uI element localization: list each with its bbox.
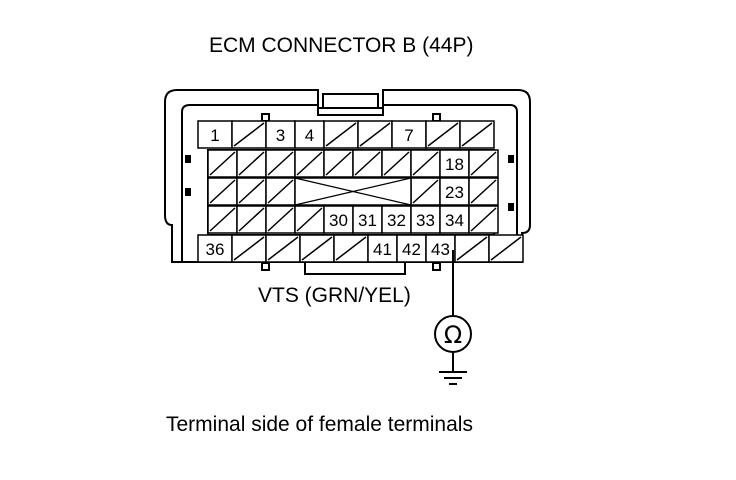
terminal-cell: 23 [439, 177, 470, 206]
terminal-number: 23 [445, 183, 464, 202]
terminal-cell [265, 205, 296, 234]
terminal-cell [207, 177, 238, 206]
terminal-cell [381, 149, 412, 178]
terminal-cell [410, 149, 441, 178]
terminal-cell [236, 177, 267, 206]
terminal-cell [425, 120, 461, 149]
terminal-cell [352, 149, 383, 178]
terminal-cell [468, 177, 499, 206]
terminal-cell [410, 177, 441, 206]
terminal-cell: 1 [197, 120, 233, 149]
terminal-cell: 4 [294, 120, 325, 149]
terminal-cell: 18 [439, 149, 470, 178]
terminal-number: 34 [445, 211, 464, 230]
terminal-number: 30 [329, 211, 348, 230]
terminal-number: 31 [358, 211, 377, 230]
terminal-cell [299, 234, 335, 263]
connector-title: ECM CONNECTOR B (44P) [209, 34, 474, 57]
terminal-number: 42 [402, 240, 421, 259]
terminal-cell: 31 [352, 205, 383, 234]
view-caption: Terminal side of female terminals [166, 413, 473, 436]
terminal-cell [265, 177, 296, 206]
terminal-cell [231, 120, 267, 149]
terminal-number: 18 [445, 155, 464, 174]
terminal-number: 43 [431, 240, 450, 259]
terminal-cell [231, 234, 267, 263]
terminal-cell [323, 120, 359, 149]
terminal-cell: 30 [323, 205, 354, 234]
terminal-cell [265, 234, 301, 263]
blank-cavity-cross [294, 177, 412, 206]
ohm-symbol: Ω [444, 321, 462, 349]
terminal-cell [323, 149, 354, 178]
wire-label: VTS (GRN/YEL) [258, 284, 411, 307]
terminal-cell: 32 [381, 205, 412, 234]
terminal-cell [488, 234, 524, 263]
terminal-cell [236, 149, 267, 178]
terminal-number: 1 [210, 126, 219, 145]
terminal-cell [294, 205, 325, 234]
terminal-cell: 7 [391, 120, 427, 149]
terminal-cell: 3 [265, 120, 296, 149]
terminal-cell: 42 [396, 234, 427, 263]
terminal-cell [265, 149, 296, 178]
terminal-cell [294, 149, 325, 178]
terminal-cell: 36 [197, 234, 233, 263]
terminal-cell [207, 205, 238, 234]
terminal-cell [207, 149, 238, 178]
terminal-number: 4 [305, 126, 314, 145]
terminal-number: 3 [276, 126, 285, 145]
side-marks [185, 155, 514, 211]
terminal-cell [454, 234, 490, 263]
terminal-cell [468, 205, 499, 234]
terminal-cell: 34 [439, 205, 470, 234]
ohmmeter [434, 250, 472, 385]
terminal-number: 7 [404, 126, 413, 145]
terminal-number: 36 [206, 240, 225, 259]
terminal-cell [236, 205, 267, 234]
terminal-cell [357, 120, 393, 149]
terminal-cell [468, 149, 499, 178]
terminal-number: 33 [416, 211, 435, 230]
terminal-cell: 33 [410, 205, 441, 234]
terminal-cell [459, 120, 495, 149]
terminal-number: 32 [387, 211, 406, 230]
terminal-cell: 43 [425, 234, 456, 263]
terminal-number: 41 [373, 240, 392, 259]
terminal-cell [333, 234, 369, 263]
terminal-cell: 41 [367, 234, 398, 263]
